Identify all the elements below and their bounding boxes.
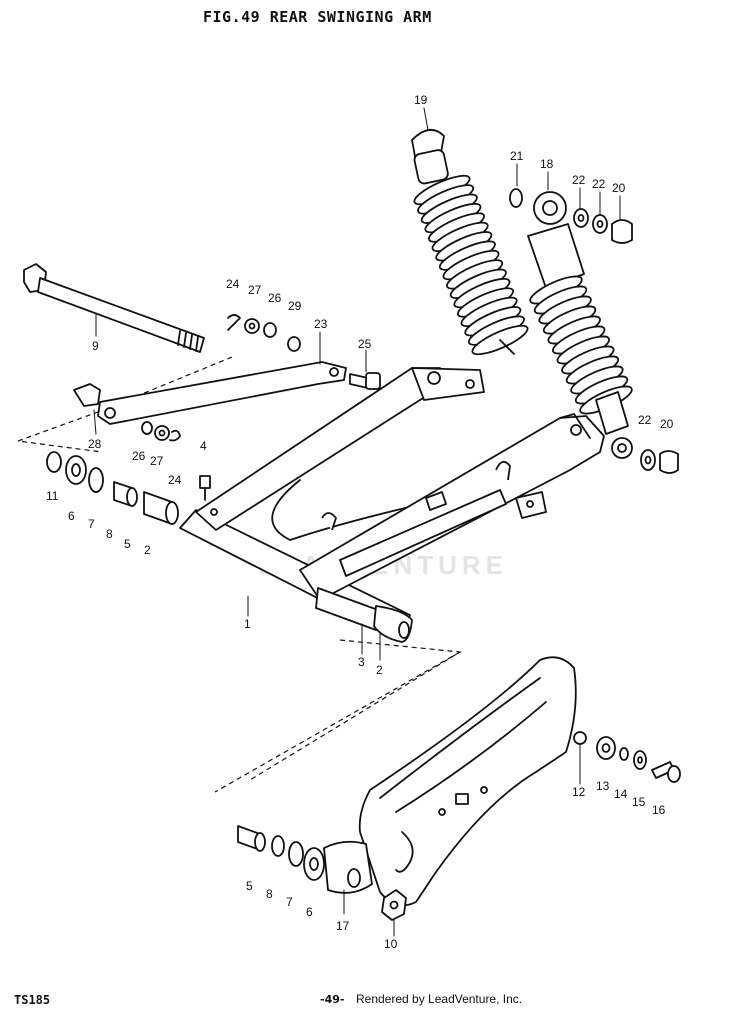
callout-26: 26 xyxy=(268,291,282,305)
chain-case-hardware xyxy=(596,736,681,783)
callout-labels: 19 21 18 22 22 20 9 24 27 26 29 23 25 28… xyxy=(46,93,674,951)
callout-1: 1 xyxy=(244,617,251,631)
callout-12: 12 xyxy=(572,785,586,799)
callout-10: 10 xyxy=(384,937,398,951)
callout-20: 20 xyxy=(660,417,674,431)
shock-lower-hardware xyxy=(640,449,679,474)
callout-5: 5 xyxy=(124,537,131,551)
callout-25: 25 xyxy=(358,337,372,351)
callout-28: 28 xyxy=(88,437,102,451)
bolt-25 xyxy=(349,372,381,390)
callout-17: 17 xyxy=(336,919,350,933)
lower-pivot-parts xyxy=(237,825,373,894)
callout-24: 24 xyxy=(226,277,240,291)
callout-5: 5 xyxy=(246,879,253,893)
callout-27: 27 xyxy=(150,454,164,468)
callout-22: 22 xyxy=(638,413,652,427)
swinging-arm-1 xyxy=(179,367,605,641)
callout-24: 24 xyxy=(168,473,182,487)
chain-case-12 xyxy=(358,656,587,907)
callout-8: 8 xyxy=(106,527,113,541)
callout-4: 4 xyxy=(200,439,207,453)
callout-14: 14 xyxy=(614,787,628,801)
callout-21: 21 xyxy=(510,149,524,163)
callout-2: 2 xyxy=(376,663,383,677)
callout-6: 6 xyxy=(68,509,75,523)
callout-7: 7 xyxy=(286,895,293,909)
shock-top-hardware xyxy=(509,188,633,244)
right-pivot-parts xyxy=(315,587,413,643)
left-pivot-parts xyxy=(46,451,179,525)
callout-27: 27 xyxy=(248,283,262,297)
callout-6: 6 xyxy=(306,905,313,919)
leader-lines xyxy=(93,107,621,937)
callout-20: 20 xyxy=(612,181,626,195)
callout-2: 2 xyxy=(144,543,151,557)
callout-23: 23 xyxy=(314,317,328,331)
callout-22: 22 xyxy=(592,177,606,191)
shock-absorber-18 xyxy=(527,191,633,459)
shock-absorber-19 xyxy=(411,129,529,356)
torque-link-23 xyxy=(73,361,347,425)
callout-26: 26 xyxy=(132,449,146,463)
page-number: -49- xyxy=(320,993,345,1006)
callout-7: 7 xyxy=(88,517,95,531)
callout-8: 8 xyxy=(266,887,273,901)
callout-16: 16 xyxy=(652,803,666,817)
nut-10 xyxy=(381,889,407,921)
figure-title: FIG.49 REAR SWINGING ARM xyxy=(203,8,432,26)
callout-18: 18 xyxy=(540,157,554,171)
hardware-mid-group xyxy=(141,421,181,442)
hardware-top-group xyxy=(227,314,301,352)
model-code: TS185 xyxy=(14,993,51,1007)
callout-13: 13 xyxy=(596,779,610,793)
credit-text: Rendered by LeadVenture, Inc. xyxy=(356,992,523,1006)
callout-11: 11 xyxy=(46,489,59,503)
callout-19: 19 xyxy=(414,93,428,107)
callout-22: 22 xyxy=(572,173,586,187)
callout-3: 3 xyxy=(358,655,365,669)
alignment-dashes xyxy=(17,356,462,793)
callout-9: 9 xyxy=(92,339,99,353)
pivot-bolt-9 xyxy=(23,263,205,353)
callout-29: 29 xyxy=(288,299,302,313)
callout-15: 15 xyxy=(632,795,646,809)
